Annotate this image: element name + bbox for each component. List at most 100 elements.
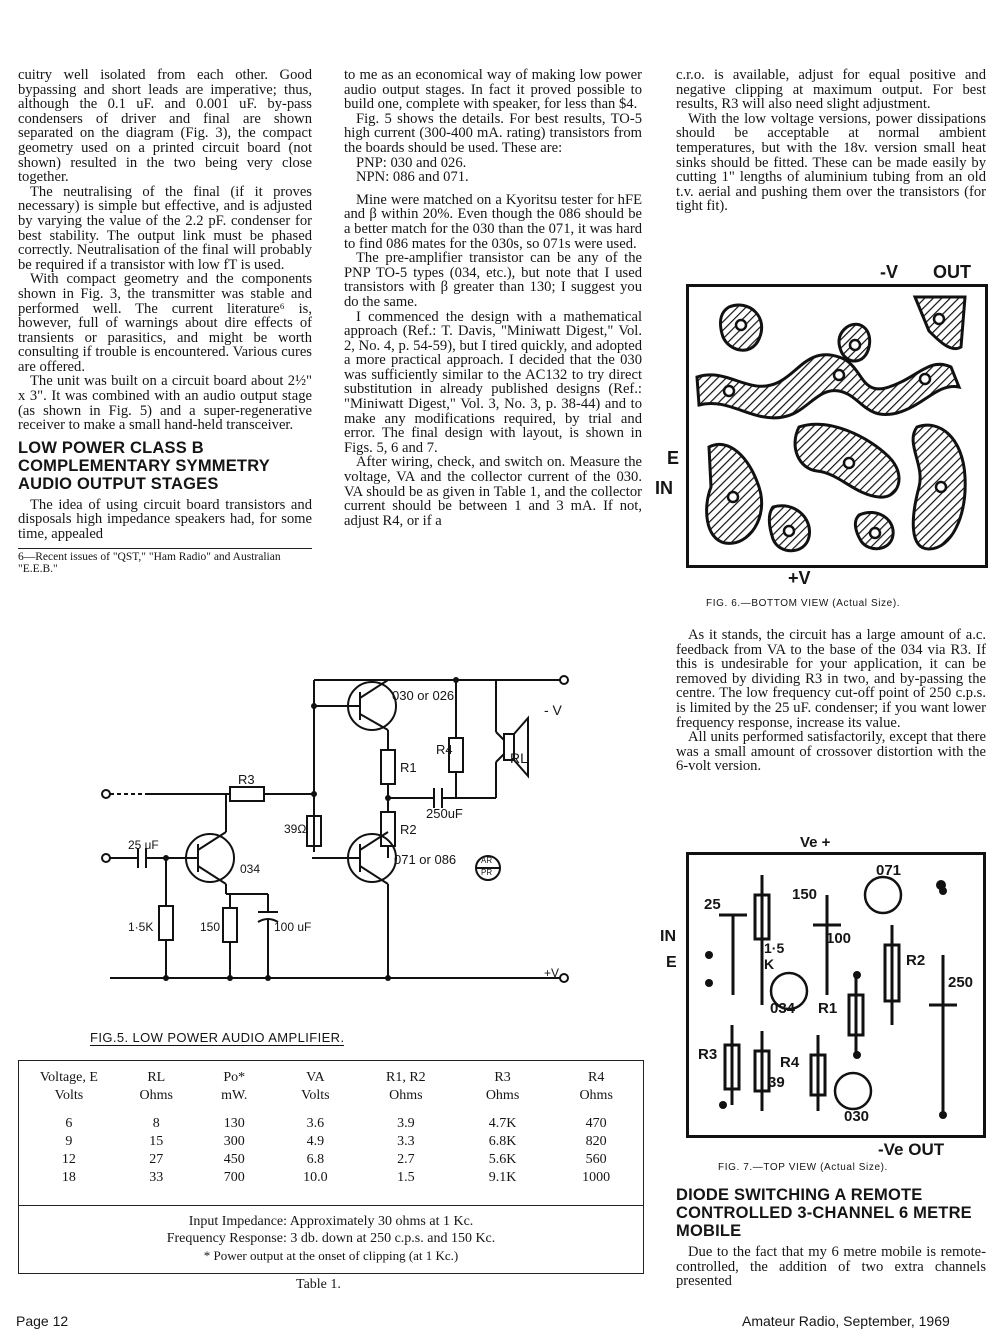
table-row: 9 15 300 4.9 3.3 6.8K 820 [19,1133,643,1151]
fig6-in-label: IN [655,478,673,498]
fig7-c100-label: 100 [826,930,852,947]
table-cell: 1.5 [397,1170,415,1185]
fig7-c25-label: 25 [704,896,721,913]
table-cell: 18 [61,1170,76,1185]
table-cell: 6.8 [306,1152,325,1167]
fig7-in-label: IN [660,928,676,945]
col1-paragraph-5: The idea of using circuit board transist… [18,496,312,543]
column-3-bottom: DIODE SWITCHING A REMOTE CONTROLLED 3-CH… [676,1186,986,1289]
fig5-r150-label: 150 [200,920,221,934]
fig5-minus-v-label: - V [544,702,562,718]
fig7-r15k-label: 1·5 K [764,940,785,972]
col1-paragraph-3: With compact geometry and the components… [18,271,312,375]
col2-paragraph-1: to me as an economical way of making low… [344,67,642,113]
table-cell: 15 [149,1134,164,1149]
section-heading-class-b: LOW POWER CLASS B COMPLEMENTARY SYMMETRY… [18,438,270,493]
fig7-e-label: E [666,954,677,971]
fig6-pcb-bottom-view [686,284,988,568]
table-cell: 9 [65,1134,73,1149]
column-3-top: c.r.o. is available, adjust for equal po… [676,68,986,214]
footer-page-number: Page 12 [16,1313,69,1329]
table-cell: 2.7 [397,1152,415,1167]
fig6-minus-v-label: -V [880,262,898,282]
fig5-schematic [101,675,569,983]
fig5-r1-label: R1 [400,760,417,775]
col3-paragraph-2: With the low voltage versions, power dis… [676,110,986,215]
table-cell: 6.8K [488,1134,517,1149]
table-1-caption: Table 1. [296,1277,341,1292]
table-row: 12 27 450 6.8 2.7 5.6K 560 [19,1151,643,1169]
fig7-t034-label: 034 [770,1000,796,1017]
table-cell: 9.1K [488,1170,517,1185]
fig5-logo-top: AR [481,856,493,865]
col2-paragraph-2: Fig. 5 shows the details. For best resul… [344,110,642,156]
table-cell: 3.6 [306,1116,325,1131]
col3-paragraph-4: All units performed satisfactorily, exce… [676,729,986,775]
table-cell: 300 [223,1134,245,1149]
table-row: 18 33 700 10.0 1.5 9.1K 1000 [19,1169,643,1187]
fig5-r3-label: R3 [238,772,255,787]
fig5-logo-bottom: PR [481,868,493,877]
col3-paragraph-5: Due to the fact that my 6 metre mobile i… [676,1244,986,1290]
table-header-cell: R3 [494,1070,511,1085]
table-cell: 4.9 [306,1134,325,1149]
table-note-frequency-response: Frequency Response: 3 db. down at 250 c.… [166,1231,496,1246]
fig6-pcb-artwork [695,295,967,553]
fig5-t1-label: 030 or 026 [392,688,455,703]
footnote-6: 6—Recent issues of "QST," "Ham Radio" an… [18,547,312,575]
table-cell: 27 [149,1152,164,1167]
table-header-cell: mW. [221,1088,248,1103]
col2-paragraph-4: The pre-amplifier transistor can be any … [344,250,642,310]
table-1: Voltage, E RL Po* VA R1, R2 R3 R4 Volts … [19,1069,643,1187]
fig7-r2-label: R2 [906,952,926,969]
fig7-r39-label: 39 [768,1074,785,1091]
table-cell: 5.6K [488,1152,517,1167]
fig7-ve-bottom-label: -Ve OUT [878,1140,945,1159]
pnp-list: PNP: 030 and 026. [356,154,467,171]
table-header-cell: VA [306,1070,325,1085]
table-header-cell: Voltage, E [39,1070,98,1085]
fig5-r15k-label: 1·5K [128,920,154,934]
fig7-c071-label: 071 [876,862,902,879]
npn-list: NPN: 086 and 071. [356,169,469,186]
fig6-e-label: E [667,448,680,468]
col3-paragraph-3: As it stands, the circuit has a large am… [676,627,986,731]
table-header-cell: R1, R2 [385,1070,426,1085]
fig5-r4-label: R4 [436,742,453,757]
fig6-out-label: OUT [933,262,971,282]
section-heading-diode-switching: DIODE SWITCHING A REMOTE CONTROLLED 3-CH… [676,1186,972,1240]
col3-paragraph-1: c.r.o. is available, adjust for equal po… [676,67,986,113]
fig7-caption: FIG. 7.—TOP VIEW (Actual Size). [718,1162,888,1173]
fig7-r3-label: R3 [698,1046,718,1063]
table-cell: 560 [585,1152,607,1167]
fig5-r39-label: 39Ω [284,822,307,836]
table-cell: 3.9 [397,1116,415,1131]
fig6-caption: FIG. 6.—BOTTOM VIEW (Actual Size). [706,598,901,609]
fig7-t030-label: 030 [844,1108,870,1125]
table-header-cell: Ohms [485,1088,520,1103]
col1-paragraph-2: The neutralising of the final (if it pro… [18,183,312,273]
fig7-c250-label: 250 [948,974,974,991]
table-header-row: Volts Ohms mW. Volts Ohms Ohms Ohms [19,1087,643,1105]
fig5-c100-label: 100 uF [274,920,312,934]
table-cell: 450 [223,1152,245,1167]
table-cell: 12 [61,1152,76,1167]
fig7-pcb-top-view [686,852,986,1138]
table-note-input-impedance: Input Impedance: Approximately 30 ohms a… [188,1214,474,1229]
fig6-plus-v-label: +V [788,568,811,588]
fig5-caption: FIG.5. LOW POWER AUDIO AMPLIFIER. [90,1030,345,1046]
fig5-t2-label: 071 or 086 [394,852,457,867]
col2-paragraph-3: Mine were matched on a Kyoritsu tester f… [344,191,642,252]
fig5-c250-label: 250uF [426,806,463,821]
fig7-r4-label: R4 [780,1054,800,1071]
col1-paragraph-1: cuitry well isolated from each other. Go… [18,67,312,186]
table-cell: 4.7K [488,1116,517,1131]
column-3-middle: As it stands, the circuit has a large am… [676,628,986,774]
table-cell: 470 [585,1116,607,1131]
table-1-box: Voltage, E RL Po* VA R1, R2 R3 R4 Volts … [18,1060,644,1274]
table-cell: 10.0 [303,1170,328,1185]
table-header-cell: Volts [301,1088,330,1103]
table-cell: 130 [223,1116,245,1131]
table-cell: 3.3 [397,1134,415,1149]
table-cell: 820 [585,1134,607,1149]
